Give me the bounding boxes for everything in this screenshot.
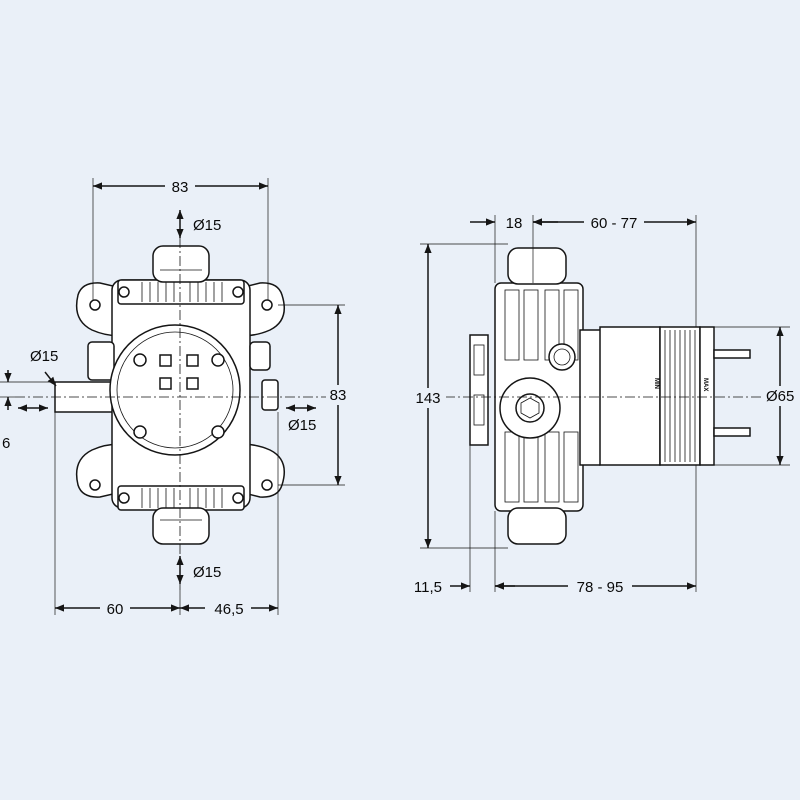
screw-head (118, 286, 130, 298)
dim-bottom-range: 78 - 95 (577, 579, 624, 596)
bottom-inlet-connector (152, 507, 210, 545)
stud-lower (713, 427, 751, 437)
bypass-port (548, 343, 576, 371)
mounting-clip (469, 334, 489, 446)
bolt (133, 425, 147, 439)
leader-arrow-icon (44, 371, 57, 387)
mark-min: MIN (653, 378, 659, 389)
screw-head (232, 286, 244, 298)
bottom-fins (141, 488, 223, 508)
spindle (515, 393, 545, 423)
side-top-connector (507, 247, 567, 285)
port-square (159, 354, 172, 367)
screw-hole (89, 299, 101, 311)
dim-right-extent: 46,5 (214, 601, 243, 618)
dim-width-top: 83 (172, 179, 189, 196)
flange (699, 326, 715, 466)
thread-lines (664, 330, 696, 462)
dim-top-depth: 18 (506, 215, 523, 232)
side-view: MIN MAX 18 60 - 77 143 Ø65 11,5 (412, 212, 799, 596)
label-inlet-top: Ø15 (193, 217, 221, 234)
extension-sleeve (599, 326, 661, 466)
right-boss (249, 341, 271, 371)
bottom-fin-bar (117, 485, 245, 511)
screw-head (232, 492, 244, 504)
stud-upper (713, 349, 751, 359)
top-fins (141, 282, 223, 302)
label-outlet-left: Ø15 (30, 348, 58, 365)
port-square (186, 377, 199, 390)
bolt (211, 353, 225, 367)
screw-hole (261, 299, 273, 311)
right-outlet-stub (261, 379, 279, 411)
port-square (186, 354, 199, 367)
top-inlet-connector (152, 245, 210, 283)
bolt (133, 353, 147, 367)
top-fin-bar (117, 279, 245, 305)
dim-height-right: 83 (330, 387, 347, 404)
label-inlet-bottom: Ø15 (193, 564, 221, 581)
screw-hole (261, 479, 273, 491)
label-outlet-right: Ø15 (288, 417, 316, 434)
screw-head (118, 492, 130, 504)
dim-left-extent: 60 (107, 601, 124, 618)
dim-height: 143 (415, 390, 440, 407)
dim-offset-left: 6 (2, 435, 10, 452)
side-bottom-connector (507, 507, 567, 545)
dim-bottom-offset: 11,5 (414, 579, 442, 596)
dim-diameter: Ø65 (766, 388, 794, 405)
bolt (211, 425, 225, 439)
mark-max: MAX (702, 378, 708, 391)
port-square (159, 377, 172, 390)
left-boss (87, 341, 115, 381)
front-view: 83 83 Ø15 Ø15 Ø15 Ø15 6 60 46,5 (0, 176, 352, 618)
screw-hole (89, 479, 101, 491)
dim-top-range: 60 - 77 (591, 215, 638, 232)
